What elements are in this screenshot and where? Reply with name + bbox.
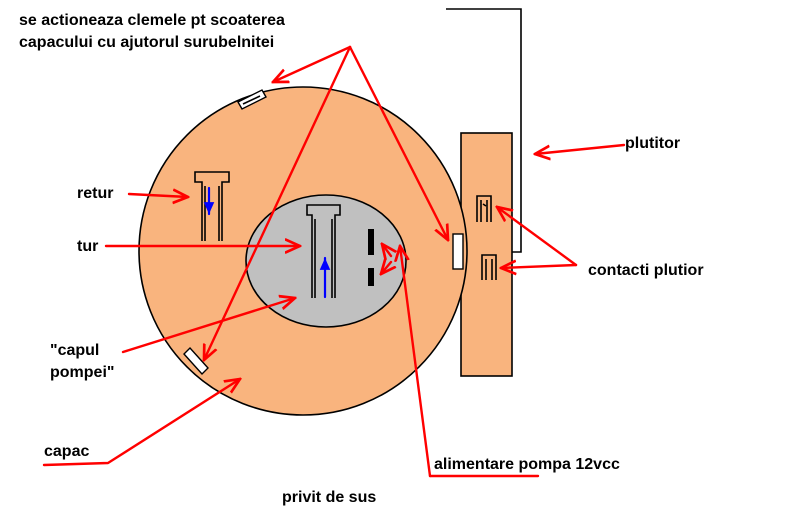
arrow-alimentare-top-terminal xyxy=(382,244,391,256)
arrow-clamp-bottom xyxy=(204,45,352,360)
arrow-capac xyxy=(42,379,240,467)
label-clamps-line1: se actioneaza clemele pt scoaterea xyxy=(19,12,285,29)
label-capul-line1: "capul xyxy=(50,342,99,359)
label-clamps-line2: capacului cu ajutorul surubelnitei xyxy=(19,34,274,51)
arrow-alimentare-bottom-terminal xyxy=(381,262,391,274)
label-privit-de-sus: privit de sus xyxy=(282,489,376,506)
label-retur: retur xyxy=(77,185,113,202)
arrow-plutitor xyxy=(535,143,626,154)
label-alimentare: alimentare pompa 12vcc xyxy=(434,456,620,473)
float-wire xyxy=(446,8,522,253)
pump-terminal-bottom xyxy=(368,268,374,286)
label-capac: capac xyxy=(44,443,89,460)
float-contact-top xyxy=(476,195,492,222)
arrow-retur xyxy=(127,194,188,197)
arrow-alimentare xyxy=(400,246,432,478)
float-contact-bottom xyxy=(481,254,497,280)
clamp-right xyxy=(452,233,464,270)
arrow-capul-pompei xyxy=(121,298,295,354)
arrow-clamp-top xyxy=(273,45,352,82)
arrow-contacti-top xyxy=(497,207,578,267)
clamp-bottom xyxy=(183,346,209,376)
arrow-contacti-bottom xyxy=(501,265,578,268)
label-tur: tur xyxy=(77,238,98,255)
label-contacti-plutior: contacti plutior xyxy=(588,262,704,279)
pump-terminal-top xyxy=(368,229,374,255)
tur-connector xyxy=(306,204,341,298)
arrow-clamp-right xyxy=(348,45,448,240)
clamp-top xyxy=(237,89,267,110)
label-plutitor: plutitor xyxy=(625,135,680,152)
label-capul-line2: pompei" xyxy=(50,364,114,381)
